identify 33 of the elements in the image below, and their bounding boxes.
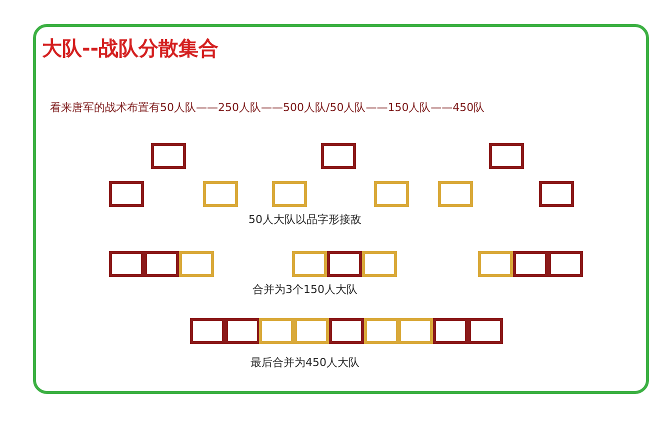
formation-caption: 50人大队以品字形接敌	[248, 212, 362, 227]
squad-box	[109, 251, 144, 277]
squad-box	[438, 181, 473, 207]
squad-box	[203, 181, 238, 207]
squad-box	[328, 318, 364, 344]
squad-box	[179, 251, 214, 277]
squad-box	[190, 318, 225, 344]
squad-box	[374, 181, 409, 207]
squad-box	[259, 318, 294, 344]
squad-box	[327, 251, 362, 277]
squad-box	[144, 251, 179, 277]
squad-box	[548, 251, 583, 277]
squad-box	[513, 251, 548, 277]
squad-box	[294, 318, 330, 344]
squad-box	[398, 318, 434, 344]
squad-box	[321, 143, 356, 169]
squad-box	[364, 318, 398, 344]
squad-box	[539, 181, 574, 207]
squad-box	[109, 181, 144, 207]
formation-caption: 最后合并为450人大队	[250, 355, 360, 370]
panel-title: 大队--战队分散集合	[42, 35, 219, 62]
squad-box	[468, 318, 503, 344]
squad-box	[432, 318, 468, 344]
squad-box	[224, 318, 260, 344]
formation-caption: 合并为3个150人大队	[252, 282, 358, 297]
squad-box	[489, 143, 524, 169]
squad-box	[151, 143, 186, 169]
squad-box	[272, 181, 307, 207]
squad-box	[478, 251, 513, 277]
panel-frame	[33, 24, 649, 394]
tactics-note: 看来唐军的战术布置有50人队——250人队——500人队/50人队——150人队——450队	[50, 100, 485, 115]
squad-box	[292, 251, 327, 277]
squad-box	[362, 251, 397, 277]
